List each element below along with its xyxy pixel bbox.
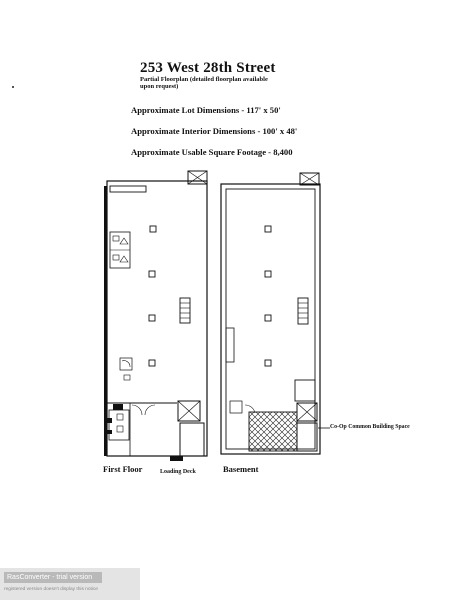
first-floor-label: First Floor (103, 464, 143, 474)
loading-deck-marker (170, 456, 183, 461)
column (264, 314, 272, 322)
basement-corner-box (299, 172, 320, 186)
basement-plan (220, 172, 330, 455)
page-title: 253 West 28th Street (140, 60, 276, 76)
office-fixture (119, 357, 133, 371)
column (148, 314, 156, 322)
basement-outline-inner (225, 188, 316, 450)
first-floor-plan (104, 170, 208, 461)
usable-square-footage: Approximate Usable Square Footage - 8,40… (131, 147, 293, 157)
column (149, 225, 157, 233)
basement-wall-niche (225, 327, 235, 363)
column (264, 270, 272, 278)
basement-stair-core (296, 422, 318, 452)
lot-dimensions: Approximate Lot Dimensions - 117' x 50' (131, 105, 281, 115)
first-floor-west-wall (104, 186, 107, 456)
first-floor-corner-box (187, 170, 208, 185)
basement-storage (294, 379, 316, 402)
trial-watermark: RasConverter - trial version registered … (0, 568, 140, 600)
front-counter (109, 185, 147, 193)
first-floor-elevator (177, 400, 201, 422)
coop-common-space-area (248, 411, 298, 452)
loading-deck-label: Loading Deck (160, 469, 196, 475)
watermark-title: RasConverter - trial version (4, 572, 102, 583)
first-floor-outline (106, 180, 208, 457)
first-floor-stair-core (179, 422, 205, 457)
watermark-subtitle: registered version doesn't display this … (4, 587, 98, 592)
column (148, 359, 156, 367)
column (264, 225, 272, 233)
column (148, 270, 156, 278)
basement-outline-outer (220, 183, 321, 455)
basement-label: Basement (223, 464, 259, 474)
coop-space-label: Co-Op Common Building Space (330, 424, 410, 430)
basement-elevator (296, 402, 318, 422)
interior-dimensions: Approximate Interior Dimensions - 100' x… (131, 126, 298, 136)
basement-stair (297, 297, 309, 325)
column (264, 359, 272, 367)
first-floor-stair (179, 297, 191, 324)
floorplan-note: Partial Floorplan (detailed floorplan av… (140, 76, 268, 90)
rear-office (108, 409, 130, 441)
speck (12, 86, 14, 88)
